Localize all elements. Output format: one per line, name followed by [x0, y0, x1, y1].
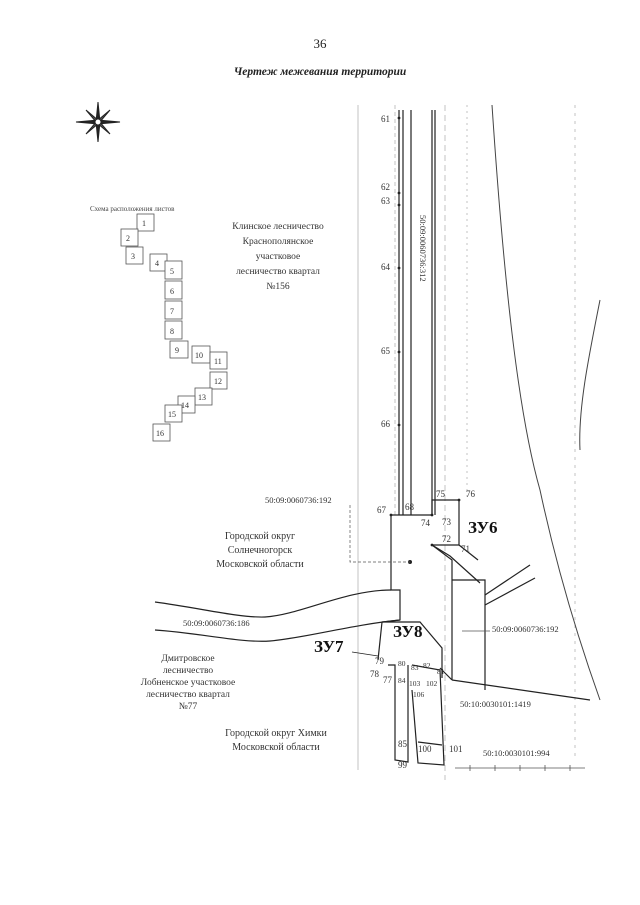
point-84: 84	[398, 676, 406, 685]
svg-text:Городской округ: Городской округ	[225, 531, 295, 542]
road-186	[154, 589, 401, 642]
cadastral-1419: 50:10:0030101:1419	[460, 699, 531, 709]
point-83: 83	[411, 663, 419, 672]
point-71: 71	[461, 544, 470, 554]
plot-zu8-label: ЗУ8	[393, 622, 423, 641]
point-85: 85	[398, 739, 408, 749]
plot-zu6-polygon	[391, 499, 481, 584]
point-80: 80	[398, 659, 406, 668]
cadastral-192-top: 50:09:0060736:192	[265, 495, 332, 505]
svg-text:Городской округ Химки: Городской округ Химки	[225, 728, 327, 739]
sheet-11: 11	[214, 357, 222, 366]
sheet-numbers: 1 2 3 4 5 6 7 8 9 10 11 12 13 14 15 16	[126, 219, 222, 438]
point-102: 102	[426, 679, 438, 688]
point-99: 99	[398, 760, 408, 770]
sheet-frame-lines	[357, 105, 576, 780]
sheet-16: 16	[156, 429, 164, 438]
leader-192-top	[349, 505, 410, 563]
point-79: 79	[375, 656, 385, 666]
svg-text:Лобненское участковое: Лобненское участковое	[141, 677, 235, 688]
point-68: 68	[405, 502, 415, 512]
road-corridor	[398, 110, 436, 515]
svg-text:Московской области: Московской области	[216, 559, 304, 570]
cadastral-186: 50:09:0060736:186	[183, 618, 250, 628]
svg-text:лесничество квартал: лесничество квартал	[236, 267, 320, 277]
point-75: 75	[436, 489, 446, 499]
point-66: 66	[381, 419, 391, 429]
point-81: 81	[437, 667, 445, 676]
svg-text:№156: №156	[266, 282, 290, 292]
sheet-15: 15	[168, 410, 176, 419]
point-numbers: 61 62 63 64 65 66 67 68 74 75 76 73 72 7…	[370, 114, 476, 770]
forestry-north-label: Клинское лесничество Краснополянское уча…	[232, 222, 324, 292]
point-100: 100	[418, 744, 432, 754]
point-65: 65	[381, 346, 391, 356]
point-103: 103	[409, 679, 421, 688]
point-62: 62	[381, 182, 390, 192]
district-khimki-label: Городской округ Химки Московской области	[225, 728, 327, 753]
sheet-7: 7	[170, 307, 174, 316]
sheet-13: 13	[198, 393, 206, 402]
svg-text:Клинское лесничество: Клинское лесничество	[232, 222, 324, 232]
point-74: 74	[421, 518, 431, 528]
cadastral-994: 50:10:0030101:994	[483, 748, 550, 758]
point-64: 64	[381, 262, 391, 272]
sheet-10: 10	[195, 351, 203, 360]
point-76: 76	[466, 489, 476, 499]
plot-zu6-label: ЗУ6	[468, 518, 498, 537]
point-67: 67	[377, 505, 387, 515]
sheet-6: 6	[170, 287, 174, 296]
district-solnechnogorsk-label: Городской округ Солнечногорск Московской…	[216, 531, 304, 570]
point-72: 72	[442, 534, 451, 544]
point-106: 106	[413, 690, 425, 699]
svg-text:лесничество: лесничество	[163, 666, 214, 676]
central-parcel	[377, 515, 536, 690]
svg-text:№77: №77	[179, 702, 198, 712]
sheet-9: 9	[175, 346, 179, 355]
page-number: 36	[313, 36, 327, 51]
svg-text:участковое: участковое	[256, 252, 301, 262]
plot-zu7-zu8	[382, 621, 591, 766]
sheet-4: 4	[155, 259, 159, 268]
cadastral-312: 50:09:0060736:312	[418, 215, 428, 282]
point-101: 101	[449, 744, 463, 754]
cadastral-192-right: 50:09:0060736:192	[492, 624, 559, 634]
svg-text:Краснополянское: Краснополянское	[243, 237, 314, 247]
point-61: 61	[381, 114, 390, 124]
point-73: 73	[442, 517, 452, 527]
inset-title: Схема расположения листов	[90, 205, 175, 213]
plot-zu7-label: ЗУ7	[314, 637, 344, 656]
svg-text:Дмитровское: Дмитровское	[161, 654, 214, 664]
forestry-south-label: Дмитровское лесничество Лобненское участ…	[141, 654, 235, 712]
point-63: 63	[381, 196, 391, 206]
sheet-5: 5	[170, 267, 174, 276]
page-title: Чертеж межевания территории	[233, 66, 407, 78]
point-77: 77	[383, 675, 393, 685]
sheet-layout-scheme	[120, 213, 228, 442]
svg-text:лесничество квартал: лесничество квартал	[146, 690, 230, 700]
leader-zu7	[351, 651, 379, 657]
svg-text:Солнечногорск: Солнечногорск	[228, 545, 293, 556]
sheet-2: 2	[126, 234, 130, 243]
right-boundary-curve	[491, 104, 601, 701]
sheet-8: 8	[170, 327, 174, 336]
sheet-3: 3	[131, 252, 135, 261]
compass-rose-icon	[75, 101, 121, 143]
boundary-points	[389, 116, 461, 564]
point-78: 78	[370, 669, 380, 679]
sheet-14: 14	[181, 401, 189, 410]
sheet-1: 1	[142, 219, 146, 228]
svg-text:Московской области: Московской области	[232, 742, 320, 753]
sheet-12: 12	[214, 377, 222, 386]
point-82: 82	[423, 661, 431, 670]
bottom-axis	[455, 765, 585, 771]
